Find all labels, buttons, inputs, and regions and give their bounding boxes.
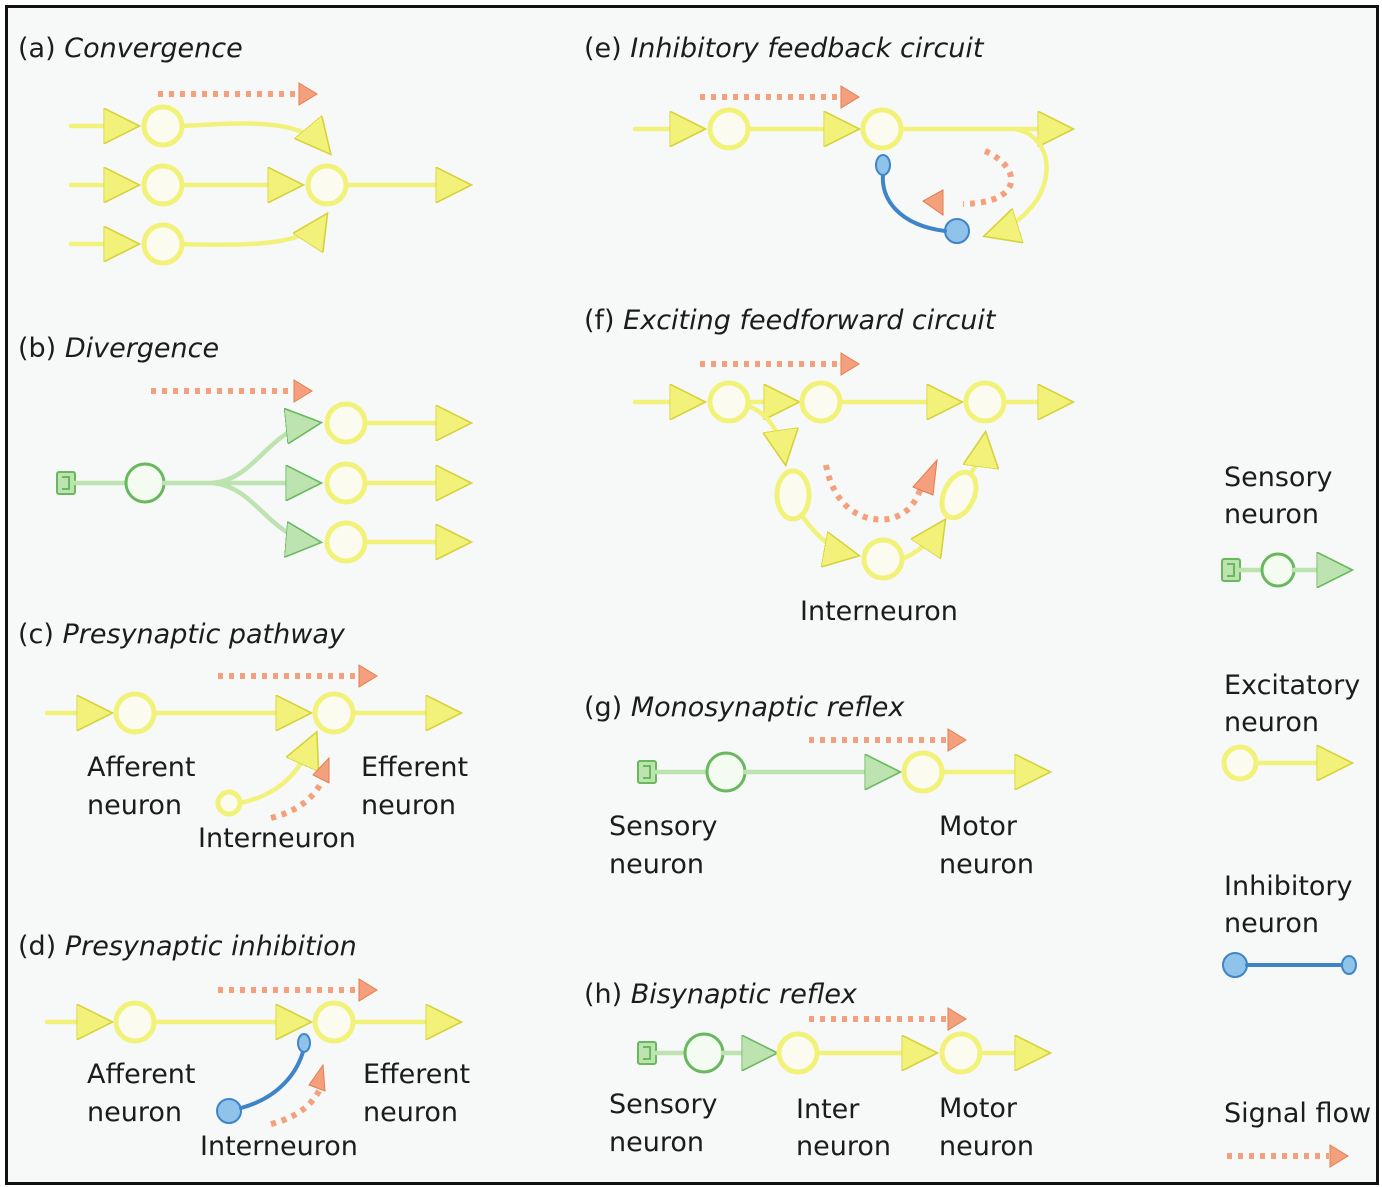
- efferent-label: Efferent: [363, 1059, 470, 1090]
- panel-h: (h) Bisynaptic reflex Sensory neuron Int…: [584, 979, 1046, 1162]
- interneuron-label: Interneuron: [800, 596, 958, 627]
- sensory-neuron: [637, 751, 896, 793]
- motor-label: Motor: [939, 1093, 1018, 1124]
- signal-flow-arrow: [270, 756, 330, 821]
- panel-e: (e) Inhibitory feedback circuit: [584, 33, 1069, 244]
- inhibitory-interneuron: [875, 154, 970, 244]
- panel-d: (d) Presynaptic inhibition Afferent neur…: [18, 931, 470, 1162]
- panel-f: (f) Exciting feedforward circuit: [584, 305, 1069, 627]
- afferent-label-2: neuron: [87, 1097, 182, 1128]
- excitatory-neuron: [324, 520, 467, 564]
- panel-g-heading: (g) Monosynaptic reflex: [584, 692, 905, 723]
- legend-inhibitory-label-2: neuron: [1224, 908, 1319, 939]
- neural-circuits-figure: (a) Convergence (b) Divergence: [5, 5, 1379, 1185]
- interneuron: [215, 736, 315, 817]
- motor-label-2: neuron: [939, 849, 1034, 880]
- target-neuron: [305, 163, 467, 207]
- legend-signal-flow-icon: [1227, 1144, 1349, 1168]
- panel-f-heading: (f) Exciting feedforward circuit: [584, 305, 997, 336]
- panel-g: (g) Monosynaptic reflex Sensory neuron M…: [584, 692, 1046, 880]
- afferent-label: Afferent: [87, 1059, 196, 1090]
- interneuron-label: Interneuron: [200, 1131, 358, 1162]
- legend-inhibitory-neuron-icon: [1222, 952, 1357, 978]
- sensory-label: Sensory: [609, 811, 718, 842]
- excitatory-neuron: [632, 107, 855, 151]
- panel-c: (c) Presynaptic pathway Afferent neuron …: [18, 619, 468, 854]
- excitatory-neuron: [860, 107, 1069, 235]
- legend-sensory-label-2: neuron: [1224, 499, 1319, 530]
- efferent-neuron: [312, 1000, 457, 1044]
- signal-flow-arrow: [700, 85, 860, 109]
- signal-flow-arrow: [922, 148, 1015, 216]
- panel-b-heading: (b) Divergence: [18, 333, 219, 364]
- legend-sensory-label: Sensory: [1224, 462, 1333, 493]
- sensory-neuron: [56, 423, 317, 542]
- efferent-label-2: neuron: [363, 1097, 458, 1128]
- excitatory-neuron: [632, 380, 795, 424]
- excitatory-neuron: [799, 380, 958, 424]
- signal-flow-arrow: [218, 664, 378, 688]
- signal-flow-arrow: [809, 728, 967, 752]
- afferent-neuron: [44, 1000, 307, 1044]
- excitatory-neuron: [324, 461, 467, 505]
- sensory-label-2: neuron: [609, 849, 704, 880]
- legend: Sensory neuron Excitatory neuron Inhibit…: [1221, 462, 1371, 1168]
- efferent-neuron: [312, 691, 457, 735]
- inter-label: Inter: [796, 1094, 860, 1125]
- panel-a: (a) Convergence: [18, 33, 467, 266]
- excitatory-neuron: [68, 104, 328, 151]
- neural-circuits-diagram: (a) Convergence (b) Divergence: [18, 33, 1371, 1168]
- legend-excitatory-neuron-icon: [1221, 744, 1348, 782]
- afferent-label-2: neuron: [87, 790, 182, 821]
- sensory-neuron: [637, 1032, 773, 1074]
- signal-flow-arrow: [809, 1007, 967, 1031]
- legend-sensory-neuron-icon: [1221, 554, 1348, 586]
- interneuron: [776, 1031, 933, 1075]
- panel-e-heading: (e) Inhibitory feedback circuit: [584, 33, 985, 64]
- legend-signal-label: Signal flow: [1224, 1098, 1371, 1129]
- panel-b: (b) Divergence: [18, 333, 467, 564]
- motor-neuron: [939, 1031, 1046, 1075]
- efferent-label-2: neuron: [361, 790, 456, 821]
- signal-flow-arrow: [151, 379, 313, 403]
- legend-excitatory-label: Excitatory: [1224, 670, 1360, 701]
- inter-label-2: neuron: [796, 1131, 891, 1162]
- motor-neuron: [901, 750, 1046, 794]
- panel-c-heading: (c) Presynaptic pathway: [18, 619, 346, 650]
- motor-label-2: neuron: [939, 1131, 1034, 1162]
- panel-d-heading: (d) Presynaptic inhibition: [18, 931, 357, 962]
- signal-flow-arrow: [700, 352, 860, 376]
- afferent-label: Afferent: [87, 752, 196, 783]
- efferent-label: Efferent: [361, 752, 468, 783]
- inhibitory-interneuron: [216, 1033, 311, 1124]
- panel-h-heading: (h) Bisynaptic reflex: [584, 979, 858, 1010]
- signal-flow-arrow: [823, 458, 938, 523]
- legend-inhibitory-label: Inhibitory: [1224, 871, 1353, 902]
- motor-label: Motor: [939, 811, 1018, 842]
- excitatory-neuron: [68, 163, 299, 207]
- excitatory-neuron: [963, 380, 1069, 424]
- signal-flow-arrow: [270, 1063, 326, 1127]
- signal-flow-arrow: [218, 978, 378, 1002]
- afferent-neuron: [44, 691, 307, 735]
- excitatory-neuron: [324, 401, 467, 445]
- legend-excitatory-label-2: neuron: [1224, 707, 1319, 738]
- excitatory-neuron: [68, 217, 325, 266]
- sensory-label: Sensory: [609, 1089, 718, 1120]
- panel-a-heading: (a) Convergence: [18, 33, 243, 64]
- interneuron-chain: [745, 403, 985, 581]
- interneuron-label: Interneuron: [198, 823, 356, 854]
- signal-flow-arrow: [158, 82, 318, 106]
- sensory-label-2: neuron: [609, 1127, 704, 1158]
